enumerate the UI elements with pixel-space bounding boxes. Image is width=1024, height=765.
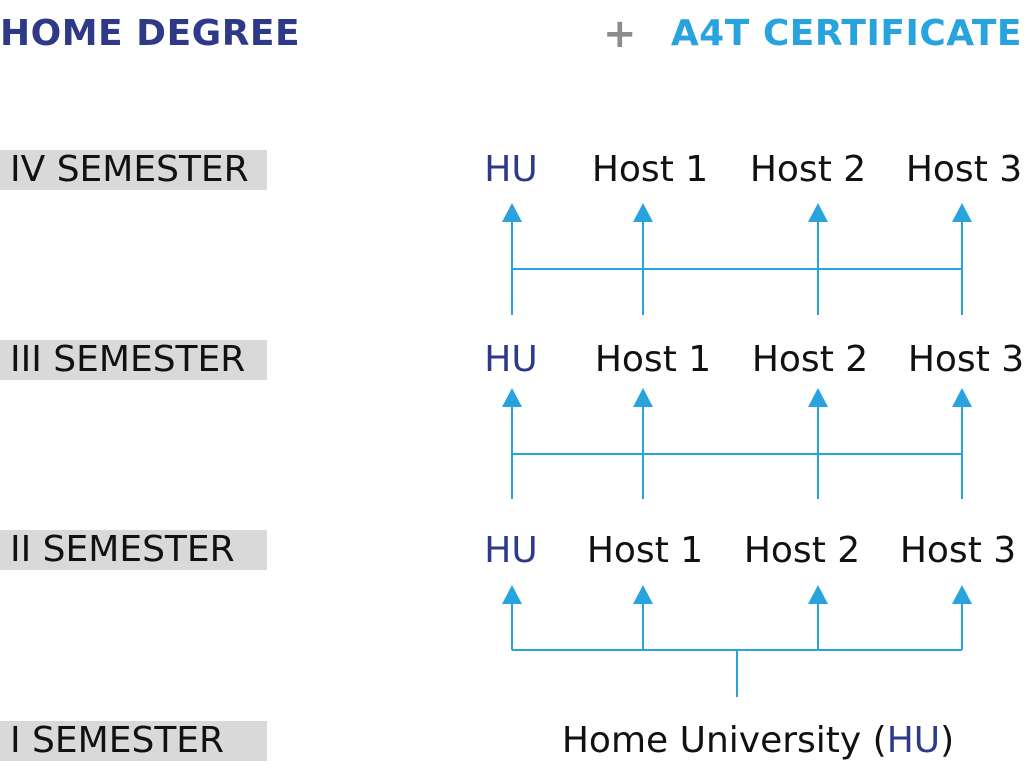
node-hu: HU bbox=[484, 149, 538, 190]
arrow-up-icon bbox=[502, 388, 522, 407]
node-host-2: Host 2 bbox=[749, 149, 867, 190]
semester-label-i: I SEMESTER bbox=[0, 721, 267, 761]
home-university-prefix: Home University ( bbox=[561, 720, 887, 761]
arrow-up-icon bbox=[633, 585, 653, 604]
node-host-1: Host 1 bbox=[591, 149, 709, 190]
arrow-up-icon bbox=[502, 585, 522, 604]
node-hu: HU bbox=[484, 530, 538, 571]
node-host-1: Host 1 bbox=[594, 339, 712, 380]
semester-label-text: II SEMESTER bbox=[10, 529, 235, 570]
semester-label-ii: II SEMESTER bbox=[0, 530, 267, 570]
arrow-up-icon bbox=[952, 388, 972, 407]
node-host-1: Host 1 bbox=[586, 530, 704, 571]
arrow-up-icon bbox=[633, 388, 653, 407]
home-university-abbrev: HU bbox=[886, 720, 941, 761]
arrow-up-icon bbox=[808, 203, 828, 222]
node-host-2: Host 2 bbox=[743, 530, 861, 571]
home-degree-title: HOME DEGREE bbox=[0, 13, 301, 54]
arrow-up-icon bbox=[952, 203, 972, 222]
semester-label-text: IV SEMESTER bbox=[10, 149, 249, 190]
home-university-suffix: ) bbox=[940, 720, 955, 761]
semester-label-text: III SEMESTER bbox=[10, 339, 246, 380]
semester-label-iii: III SEMESTER bbox=[0, 340, 267, 380]
semester-label-iv: IV SEMESTER bbox=[0, 150, 267, 190]
arrow-up-icon bbox=[633, 203, 653, 222]
node-host-3: Host 3 bbox=[905, 149, 1023, 190]
arrow-up-icon bbox=[808, 388, 828, 407]
node-host-3: Host 3 bbox=[907, 339, 1024, 380]
node-host-2: Host 2 bbox=[751, 339, 869, 380]
plus-sign: + bbox=[603, 11, 638, 57]
node-host-3: Host 3 bbox=[899, 530, 1017, 571]
a4t-certificate-title: A4T CERTIFICATE bbox=[670, 13, 1022, 54]
arrow-up-icon bbox=[808, 585, 828, 604]
node-hu: HU bbox=[484, 339, 538, 380]
arrow-up-icon bbox=[502, 203, 522, 222]
semester-label-text: I SEMESTER bbox=[10, 720, 225, 761]
arrow-up-icon bbox=[952, 585, 972, 604]
home-university-label: Home University (HU) bbox=[562, 719, 954, 763]
